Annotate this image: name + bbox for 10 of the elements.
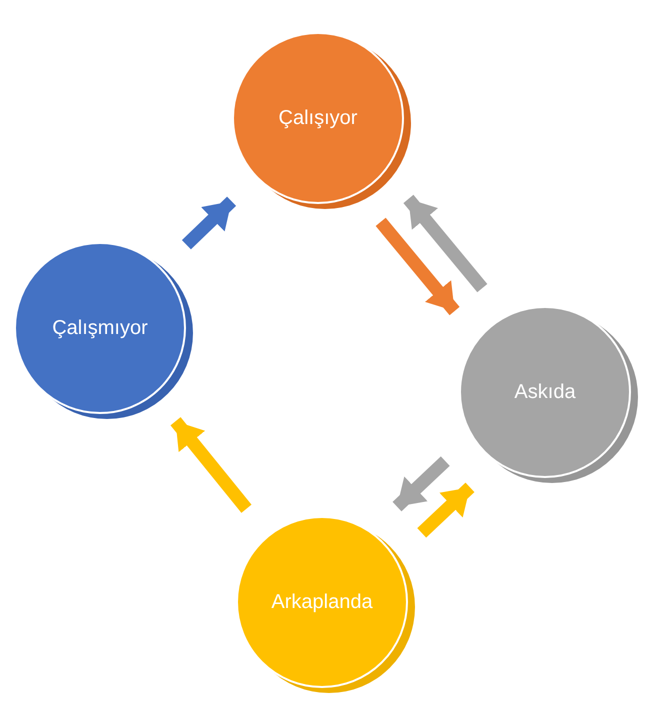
block-arrow [182,196,236,250]
block-arrow [403,194,488,292]
state-label: Çalışmıyor [52,316,148,341]
block-arrow [376,218,460,316]
block-arrow [170,417,252,513]
block-arrow [392,456,450,512]
state-label: Arkaplanda [271,590,373,615]
state-label: Çalışıyor [278,106,358,131]
block-arrow [417,482,474,538]
state-label: Askıda [514,380,576,405]
